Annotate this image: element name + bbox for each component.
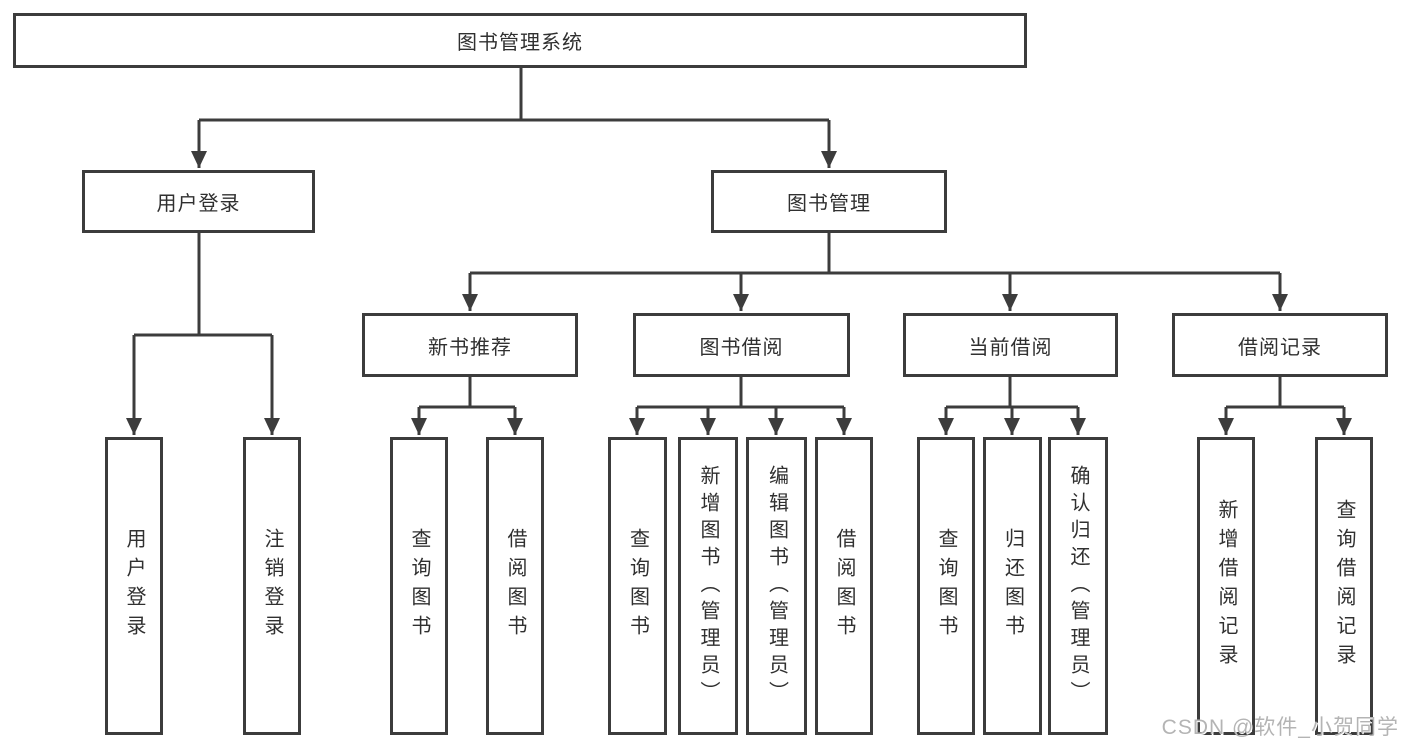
leaf-query-books-2: 查询图书 xyxy=(608,437,667,735)
edge-current-borrow-children xyxy=(938,377,1086,435)
leaf-edit-books-admin-label: 编辑图书（管理员） xyxy=(765,464,788,708)
leaf-query-books-1: 查询图书 xyxy=(390,437,448,735)
node-user-login-label: 用户登录 xyxy=(156,193,241,215)
node-root: 图书管理系统 xyxy=(13,13,1027,68)
leaf-query-borrow-record-label: 查询借阅记录 xyxy=(1333,499,1355,673)
edge-user-login-children xyxy=(126,233,280,435)
csdn-watermark: CSDN @软件_小贺同学 xyxy=(1161,716,1399,739)
node-new-book-recommend: 新书推荐 xyxy=(362,313,578,377)
leaf-add-books-admin-label: 新增图书（管理员） xyxy=(697,464,719,708)
leaf-return-books-label: 归还图书 xyxy=(1001,528,1024,644)
leaf-confirm-return-admin-label: 确认归还（管理员） xyxy=(1067,464,1089,708)
leaf-add-books-admin: 新增图书（管理员） xyxy=(678,437,738,735)
leaf-return-books: 归还图书 xyxy=(983,437,1042,735)
leaf-add-borrow-record-label: 新增借阅记录 xyxy=(1215,499,1237,673)
node-book-mgmt: 图书管理 xyxy=(711,170,947,233)
leaf-edit-books-admin: 编辑图书（管理员） xyxy=(746,437,807,735)
node-new-book-recommend-label: 新书推荐 xyxy=(428,336,512,359)
leaf-query-books-3: 查询图书 xyxy=(917,437,975,735)
node-user-login: 用户登录 xyxy=(82,170,315,233)
leaf-logout-label: 注销登录 xyxy=(261,528,283,644)
leaf-query-borrow-record: 查询借阅记录 xyxy=(1315,437,1373,735)
node-root-label: 图书管理系统 xyxy=(457,32,583,54)
leaf-query-books-3-label: 查询图书 xyxy=(935,528,957,644)
leaf-confirm-return-admin: 确认归还（管理员） xyxy=(1048,437,1108,735)
leaf-user-login-label: 用户登录 xyxy=(123,528,145,644)
edge-root-to-level2 xyxy=(191,68,837,168)
edge-new-book-children xyxy=(411,377,523,435)
leaf-borrow-books-2-label: 借阅图书 xyxy=(833,528,855,644)
node-book-borrow: 图书借阅 xyxy=(633,313,850,377)
node-borrow-record-label: 借阅记录 xyxy=(1238,336,1322,359)
edge-borrow-record-children xyxy=(1218,377,1352,435)
node-current-borrow-label: 当前借阅 xyxy=(968,336,1053,359)
node-current-borrow: 当前借阅 xyxy=(903,313,1118,377)
leaf-logout: 注销登录 xyxy=(243,437,301,735)
leaf-add-borrow-record: 新增借阅记录 xyxy=(1197,437,1255,735)
edge-book-borrow-children xyxy=(629,377,852,435)
edge-book-mgmt-children xyxy=(462,233,1288,311)
node-borrow-record: 借阅记录 xyxy=(1172,313,1388,377)
leaf-borrow-books-1: 借阅图书 xyxy=(486,437,544,735)
leaf-borrow-books-1-label: 借阅图书 xyxy=(504,528,526,644)
leaf-query-books-1-label: 查询图书 xyxy=(408,528,430,644)
node-book-borrow-label: 图书借阅 xyxy=(699,336,784,359)
leaf-query-books-2-label: 查询图书 xyxy=(626,528,649,644)
node-book-mgmt-label: 图书管理 xyxy=(787,193,871,215)
leaf-borrow-books-2: 借阅图书 xyxy=(815,437,873,735)
leaf-user-login: 用户登录 xyxy=(105,437,163,735)
